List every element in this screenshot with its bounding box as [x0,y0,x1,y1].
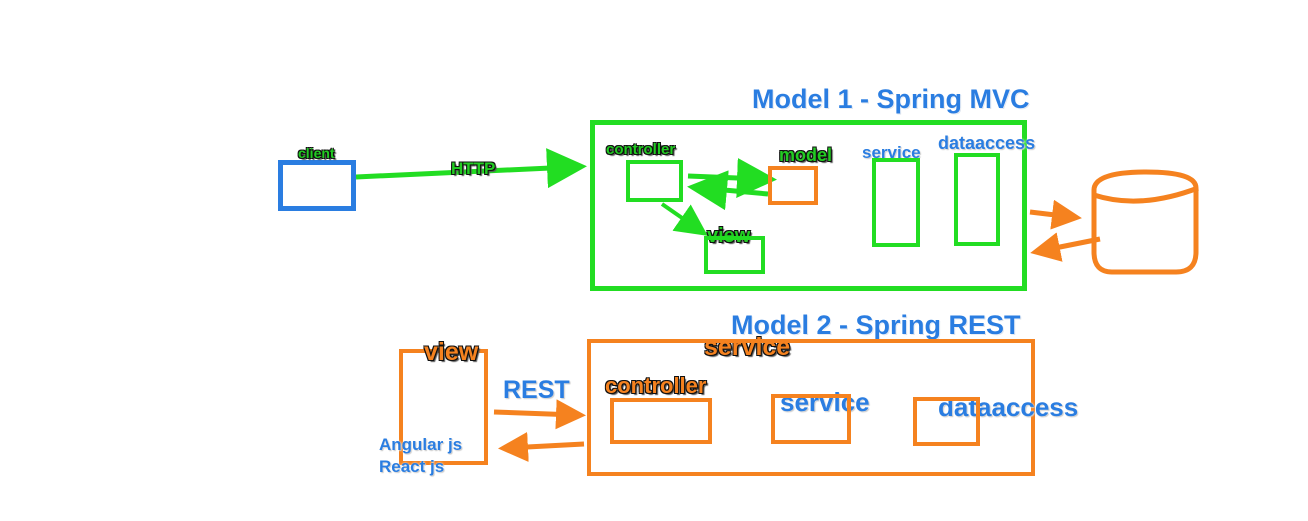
model2-view-box [399,349,488,465]
model2-view-label: view [424,338,479,366]
from-database-arrow [1030,232,1101,262]
database-cylinder-icon [1091,169,1199,275]
model1-title: Model 1 - Spring MVC [752,84,1030,114]
model2-service-label: service [780,387,870,417]
controller-to-view-arrow [660,202,708,236]
frontend-react-label: React js [379,457,445,476]
model1-model-label: model [779,145,833,165]
model-to-controller-arrow [687,170,769,211]
model1-view-box [704,236,765,274]
rest-request-arrow [493,399,586,430]
model1-model-box [768,166,818,205]
model1-service-label: service [862,143,921,162]
client-box [278,160,356,211]
to-database-arrow [1029,199,1082,230]
model1-controller-label: controller [606,141,676,158]
http-arrow [355,148,587,189]
model1-service-box [872,158,920,247]
frontend-angular-label: Angular js [379,435,463,454]
http-label: HTTP [451,159,496,178]
rest-response-arrow [498,431,585,462]
model1-controller-box [626,160,683,202]
model2-controller-label: controller [605,373,707,398]
model2-dataaccess-box [913,397,980,446]
model2-service-heading: service [704,333,791,361]
model1-dataaccess-box [954,153,1000,246]
model1-container [590,120,1027,291]
model1-dataaccess-label: dataaccess [938,133,1036,153]
rest-label: REST [503,376,570,404]
model2-title: Model 2 - Spring REST [731,310,1021,340]
model2-controller-box [610,398,712,444]
model2-container [587,339,1035,476]
client-label: client [298,145,335,161]
model2-service-box [771,394,851,444]
